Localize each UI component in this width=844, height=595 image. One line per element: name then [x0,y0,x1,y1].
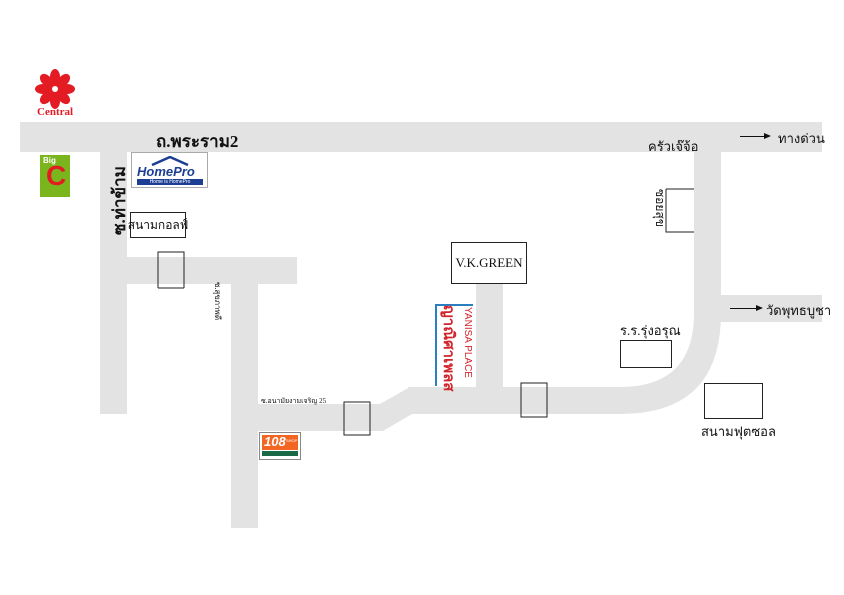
school-box [620,340,672,368]
shop108-brand: 108 [264,434,286,449]
road-label-anamai: ซ.อนามัยงามเจริญ 25 [261,397,327,405]
label-expressway: ทางด่วน [778,131,825,146]
shop108-sub: SHOP [286,438,298,443]
school-label: ร.ร.รุ่งอรุณ [620,323,681,338]
vkgreen-box [451,242,527,284]
futsal-box [704,383,763,419]
homepro-brand: HomePro [137,164,195,179]
shop108-orange-band [262,435,298,450]
krua-soi-label: ซอยสุข [653,189,667,227]
arrow-wat [730,305,763,311]
road-anamai-ramp [380,387,412,431]
homepro-logo: HomePro Home is HomePro [131,152,208,188]
central-logo [35,69,75,109]
yanisa-sign: ญาณิศาเพลส YANISA PLACE [435,304,473,392]
soi-marker [343,401,371,436]
soi-markers [157,188,694,436]
vkgreen-label: V.K.GREEN [455,255,523,270]
bigc-c-letter: C [46,160,67,191]
house-roof-icon [151,156,189,166]
bigc-logo: Big C [40,155,70,197]
shop108-logo: 108 SHOP [259,432,301,460]
central-label: Central [37,106,74,118]
soi-marker [520,382,548,418]
road-label-rama2: ถ.พระราม2 [156,132,239,151]
road-label-tha-kham: ซ.ท่าข้าม [110,166,129,235]
road-branch-horizontal [125,257,297,284]
road-anamai-west [231,404,383,431]
soi-marker [665,189,694,233]
road-network [20,122,822,528]
futsal-label: สนามฟุตซอล [701,424,776,439]
bigc-big-text: Big [43,156,56,165]
road-vkgreen-spur [476,283,503,389]
arrow-expressway [740,133,771,139]
krua-label: ครัวเจ๊จ้อ [648,139,699,154]
homepro-tagline: Home is HomePro [137,179,203,185]
road-anamai-east [408,387,623,414]
road-curve [620,313,721,414]
road-right-vertical [694,150,721,320]
yanisa-thai-text: ญาณิศาเพลส [440,305,456,392]
golf-course-box [130,212,186,238]
soi-side-label: ซ.สุขภาพดี [213,282,222,321]
road-tha-kham [100,150,127,414]
shop108-green-band [262,451,298,456]
yanisa-english-text: YANISA PLACE [462,307,473,378]
label-wat: วัดพุทธบูชา [766,303,832,318]
golf-course-label: สนามกอลฟ์ [127,217,189,232]
road-rama2 [20,122,822,152]
